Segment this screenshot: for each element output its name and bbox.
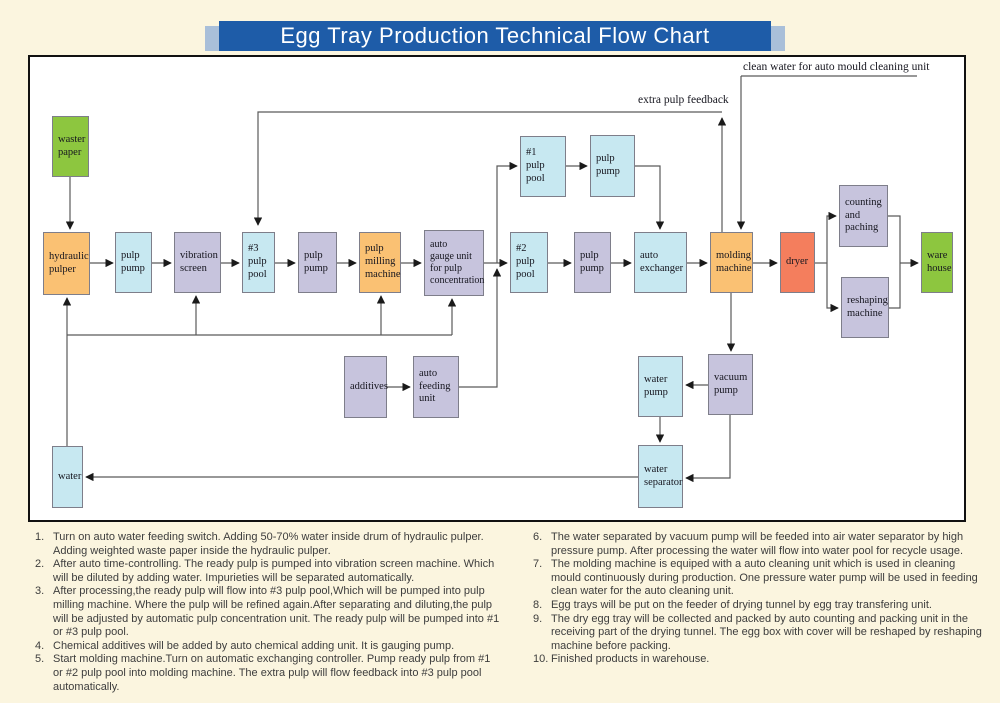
clean-water-label: clean water for auto mould cleaning unit [743,61,930,73]
node-label: pulp pump [596,153,620,177]
node-pulp-pump-3: pulp pump [590,135,635,197]
node-label: hydraulic pulper [49,250,89,275]
step-number: 5. [35,653,45,666]
node-vacuum-pump: vacuum pump [708,354,753,415]
step-text: Egg trays will be put on the feeder of d… [551,598,932,611]
banner-right-cap [771,26,785,51]
step-number: 4. [35,639,45,652]
node-hydraulic-pulper: hydraulic pulper [43,232,90,295]
title-banner: Egg Tray Production Technical Flow Chart [219,21,771,51]
node-ware-house: ware house [921,232,953,293]
flowchart-frame [28,55,966,522]
node-label: reshaping machine [847,294,888,319]
node-label: vibration screen [180,249,218,274]
node-label: water pump [644,373,668,398]
node-counting-and-paching: counting and paching [839,185,888,247]
node-label: pulp milling machine [365,243,401,280]
node-label: pulp pump [580,249,604,274]
node-vibration-screen: vibration screen [174,232,221,293]
node-reshaping-machine: reshaping machine [841,277,889,338]
step-text: The water separated by vacuum pump will … [551,531,964,557]
step-number: 3. [35,585,45,598]
step-number: 6. [533,531,543,543]
node-pulp-pool-3: #3 pulp pool [242,232,275,293]
step-item: 1. Turn on auto water feeding switch. Add… [35,531,503,558]
node-label: #2 pulp pool [516,243,535,280]
node-label: auto feeding unit [419,367,451,405]
step-number: 10. [533,653,549,666]
node-water: water [52,446,83,508]
node-label: ware house [927,249,952,274]
step-text: Finished products in warehouse. [551,653,710,666]
step-number: 2. [35,558,45,571]
step-item: 9. The dry egg tray will be collected and… [533,613,985,654]
step-text: The dry egg tray will be collected and p… [551,612,982,652]
banner-left-cap [205,26,219,51]
node-label: vacuum pump [714,371,748,396]
step-item: 6. The water separated by vacuum pump wil… [533,531,985,558]
extra-pulp-feedback-label: extra pulp feedback [638,94,729,106]
step-text: After processing,the ready pulp will flo… [53,585,500,639]
node-label: molding machine [716,249,752,274]
node-label: pulp pump [304,249,328,274]
step-item: 8. Egg trays will be put on the feeder of… [533,599,985,613]
step-number: 1. [35,531,45,543]
step-item: 5. Start molding machine.Turn on automati… [35,653,503,694]
process-steps-right: 6. The water separated by vacuum pump wil… [533,531,985,667]
node-pulp-milling-machine: pulp milling machine [359,232,401,293]
node-pulp-pool-1: #1 pulp pool [520,136,566,197]
node-label: counting and paching [845,196,882,234]
node-label: #1 pulp pool [526,147,545,184]
step-text: Start molding machine.Turn on automatic … [53,653,491,693]
node-auto-exchanger: auto exchanger [634,232,687,293]
node-water-separator: water separator [638,445,683,508]
step-number: 8. [533,598,543,611]
step-item: 7. The molding machine is equiped with a … [533,558,985,599]
step-item: 4. Chemical additives will be added by au… [35,640,503,654]
node-label: pulp pump [121,249,145,274]
node-molding-machine: molding machine [710,232,753,293]
node-label: auto exchanger [640,249,684,274]
node-additives: additives [344,356,388,418]
step-number: 9. [533,612,543,625]
node-label: additives [350,380,388,392]
node-pulp-pump-2: pulp pump [298,232,337,293]
process-steps-left: 1. Turn on auto water feeding switch. Add… [35,531,503,694]
node-water-pump: water pump [638,356,683,417]
step-text: Turn on auto water feeding switch. Addin… [53,531,484,557]
step-text: The molding machine is equiped with a au… [551,558,978,598]
node-pulp-pump-4: pulp pump [574,232,611,293]
node-label: waster paper [58,133,86,158]
page-title: Egg Tray Production Technical Flow Chart [280,23,710,48]
node-waster-paper: waster paper [52,116,89,177]
node-auto-feeding-unit: auto feeding unit [413,356,459,418]
step-number: 7. [533,558,543,571]
node-pulp-pump-1: pulp pump [115,232,152,293]
node-label: auto gauge unit for pulp concentration [430,238,485,287]
step-item: 2. After auto time-controlling. The ready… [35,558,503,585]
node-auto-gauge-unit: auto gauge unit for pulp concentration [424,230,484,296]
node-dryer: dryer [780,232,815,293]
step-item: 3. After processing,the ready pulp will f… [35,585,503,639]
node-label: water separator [644,463,683,488]
step-text: After auto time-controlling. The ready p… [53,558,495,584]
node-label: #3 pulp pool [248,243,267,280]
node-pulp-pool-2: #2 pulp pool [510,232,548,293]
node-label: water [58,470,82,482]
node-label: dryer [786,256,809,268]
step-text: Chemical additives will be added by auto… [53,639,455,652]
step-item: 10.Finished products in warehouse. [533,653,985,667]
